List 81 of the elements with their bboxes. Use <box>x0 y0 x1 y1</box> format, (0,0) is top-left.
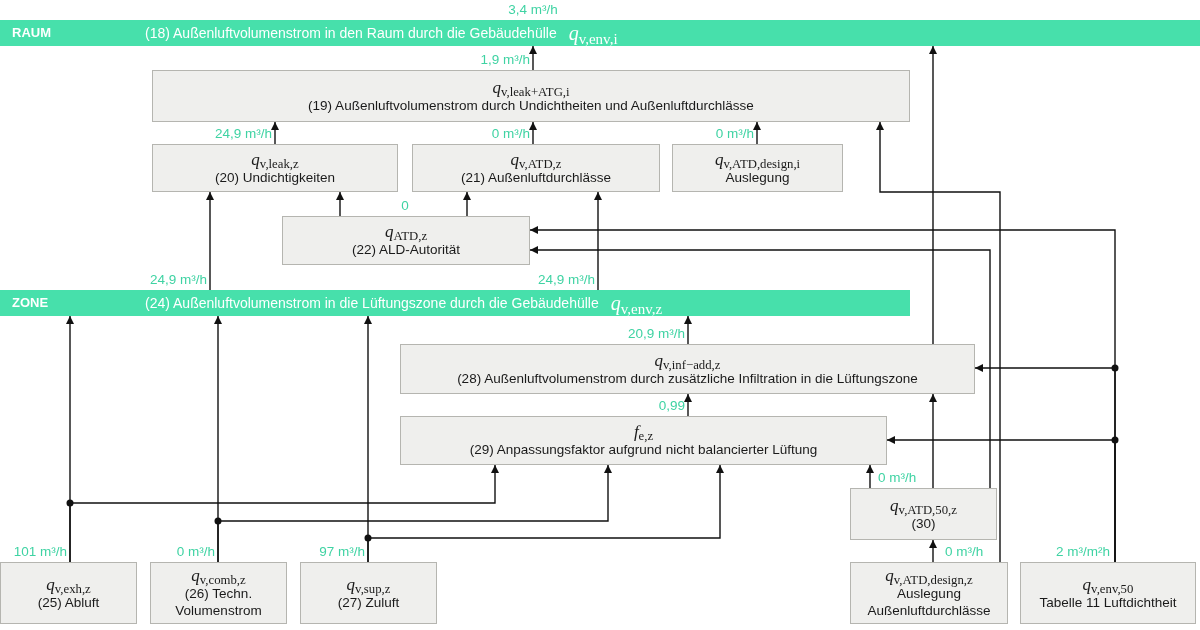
header-band <box>0 20 1200 46</box>
value-label: 0 m³/h <box>715 126 754 142</box>
box-label: (25) Abluft <box>37 594 100 612</box>
value-label: 2 m³/m²h <box>1056 544 1110 560</box>
arrow <box>929 539 937 563</box>
process-box <box>282 216 530 265</box>
value-label: 24,9 m³/h <box>537 272 595 288</box>
process-box <box>0 562 137 624</box>
value-label: 0,99 <box>658 398 685 414</box>
formula: q$_{v,comb,z}$ <box>191 566 246 587</box>
box-label: (22) ALD-Autorität <box>351 242 460 259</box>
arrow <box>529 121 537 145</box>
arrow <box>929 393 937 489</box>
process-box <box>672 144 843 192</box>
value-label: 0 <box>401 198 409 214</box>
band-title: (18) Außenluftvolumenstrom in den Raum durch die Gebäudehülle <box>145 23 557 43</box>
arrow <box>217 464 612 563</box>
process-box <box>152 144 398 192</box>
header-band <box>0 290 910 316</box>
formula: q$_{v,sup,z}$ <box>346 574 391 595</box>
value-label: 97 m³/h <box>319 544 365 560</box>
arrow <box>336 191 344 217</box>
arrow <box>367 464 724 563</box>
arrow <box>866 464 874 489</box>
arrow <box>684 315 692 345</box>
formula: q$_{v,ATD,z}$ <box>510 149 562 170</box>
value-label: 0 m³/h <box>491 126 530 142</box>
arrow <box>271 121 279 145</box>
formula: q$_{v,ATD,design,z}$ <box>885 566 973 587</box>
value-label: 0 m³/h <box>878 470 917 486</box>
value-label: 1,9 m³/h <box>480 52 530 68</box>
formula: f$_{e,z}$ <box>633 422 654 443</box>
process-box <box>1020 562 1196 624</box>
value-label: 0 m³/h <box>945 544 984 560</box>
box-label: (29) Anpassungsfaktor aufgrund nicht balancierter Lüftung <box>469 442 818 459</box>
arrow <box>684 393 692 417</box>
band-title: (24) Außenluftvolumenstrom in die Lüftungszone durch die Gebäudehülle <box>145 293 599 313</box>
value-label: 24,9 m³/h <box>149 272 207 288</box>
process-box <box>152 70 910 122</box>
formula: q$_{v,inf−add,z}$ <box>654 350 721 371</box>
box-label: (20) Undichtigkeiten <box>214 169 336 187</box>
arrow <box>753 121 761 145</box>
band-label: RAUM <box>11 24 52 43</box>
value-label: 3,4 m³/h <box>508 2 558 18</box>
box-label: (28) Außenluftvolumenstrom durch zusätzliche Infiltration in die Lüftungszone <box>457 370 918 388</box>
formula: q$_{v,leak,z}$ <box>251 149 299 170</box>
formula: q$_{v,leak+ATG,i}$ <box>492 77 570 98</box>
box-label: Auslegung Außenluftdurchlässe <box>866 586 992 620</box>
arrow <box>463 191 471 217</box>
value-label: 0 m³/h <box>176 544 215 560</box>
process-box <box>300 562 437 624</box>
arrow <box>929 45 937 345</box>
arrow <box>594 191 602 291</box>
formula: q$_{v,env,50}$ <box>1082 574 1134 595</box>
value-label: 24,9 m³/h <box>214 126 272 142</box>
value-label: 20,9 m³/h <box>627 326 685 342</box>
box-label: Auslegung <box>725 169 790 187</box>
box-label: (21) Außenluftdurchlässe <box>460 169 612 187</box>
value-label: 101 m³/h <box>13 544 67 560</box>
box-label: (26) Techn. Volumenstrom <box>174 586 263 620</box>
arrow <box>886 436 1116 563</box>
band-label: ZONE <box>11 294 50 313</box>
process-box <box>150 562 287 624</box>
box-label: (27) Zuluft <box>337 594 400 612</box>
arrow <box>206 191 214 291</box>
arrow <box>69 464 499 563</box>
box-label: (30) <box>911 515 936 533</box>
formula: q$_{v,exh,z}$ <box>46 574 91 595</box>
process-box <box>400 344 975 394</box>
formula: q$_{v,ATD,50,z}$ <box>890 495 957 516</box>
arrow <box>876 121 1001 563</box>
box-label: (19) Außenluftvolumenstrom durch Undichtheiten und Außenluftdurchlässe <box>308 97 754 115</box>
process-box <box>412 144 660 192</box>
formula: q$_{v,ATD,design,i}$ <box>714 149 801 170</box>
formula: q$_{ATD,z}$ <box>384 222 428 243</box>
process-box <box>850 562 1008 624</box>
process-box <box>850 488 997 540</box>
arrow <box>529 246 991 489</box>
process-box <box>400 416 887 465</box>
arrow <box>529 45 537 71</box>
box-label: Tabelle 11 Luftdichtheit <box>1039 594 1177 612</box>
